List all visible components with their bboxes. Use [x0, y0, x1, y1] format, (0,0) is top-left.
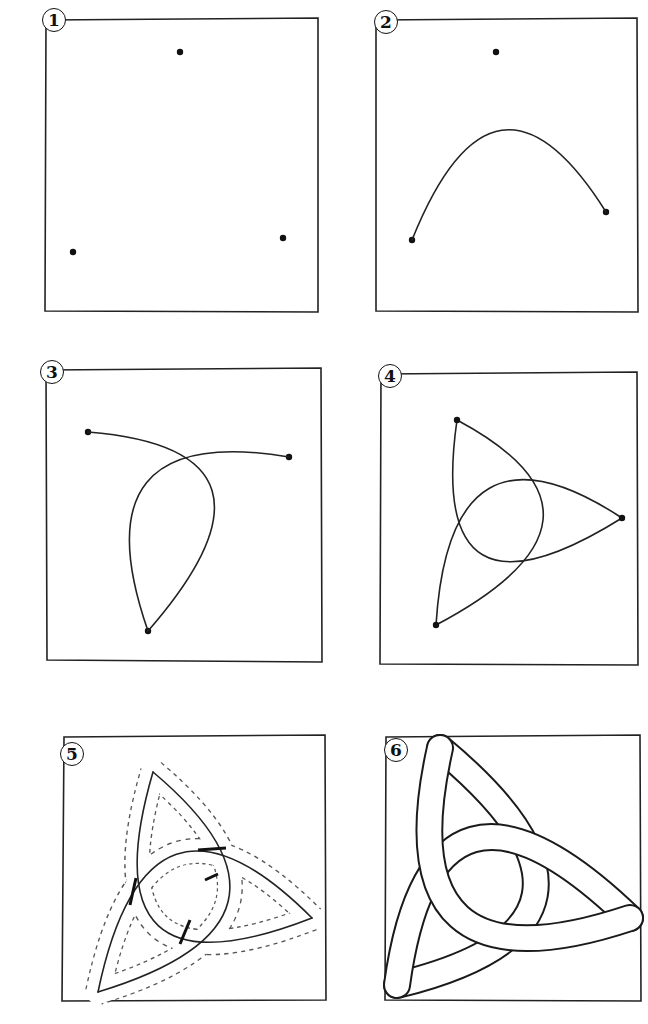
knot-stroke — [429, 748, 630, 938]
step-number: 4 — [378, 364, 402, 388]
panel-frames — [45, 18, 641, 1001]
guide-dot — [433, 622, 439, 628]
knot-stroke — [137, 772, 312, 942]
step-number: 1 — [42, 8, 66, 32]
guide-dot — [619, 515, 625, 521]
knot-stroke — [436, 420, 543, 625]
knot-stroke — [98, 772, 230, 992]
knot-stroke — [453, 420, 622, 562]
step-number: 2 — [374, 10, 398, 34]
guide-dot — [177, 49, 183, 55]
panel-frame — [380, 372, 638, 665]
knot-stroke — [98, 851, 312, 992]
panel-frame — [45, 18, 318, 312]
guide-dot — [70, 249, 76, 255]
panel-frame — [385, 735, 641, 1001]
break-marks — [130, 848, 226, 944]
step-number: 5 — [60, 742, 84, 766]
step-number: 3 — [40, 360, 64, 384]
guide-dot — [493, 49, 499, 55]
guide-dot — [454, 417, 460, 423]
panel-frame — [46, 368, 322, 662]
guide-dot — [280, 235, 286, 241]
knot-stroke — [137, 772, 312, 942]
panel-frame — [376, 18, 638, 312]
knot-stroke — [412, 130, 606, 240]
knot-stroke — [436, 480, 622, 625]
knot-stroke — [429, 748, 630, 938]
knot-stroke — [88, 432, 214, 631]
panel-frame — [62, 735, 326, 1001]
knot-stroke — [129, 452, 289, 631]
step-number: 6 — [384, 738, 408, 762]
